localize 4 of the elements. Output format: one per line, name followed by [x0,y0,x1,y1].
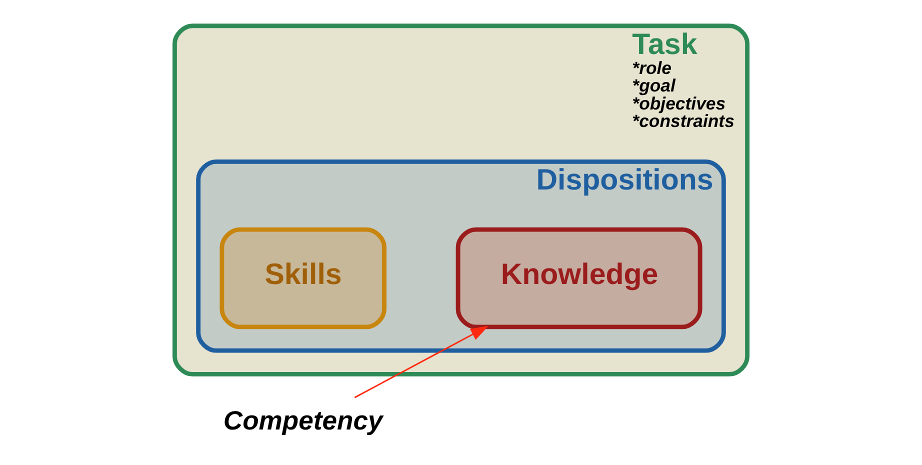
node-text: Competency [223,405,383,436]
node-box: Skills [220,227,386,330]
arrow [354,326,488,398]
node-box: Knowledge [456,227,702,330]
